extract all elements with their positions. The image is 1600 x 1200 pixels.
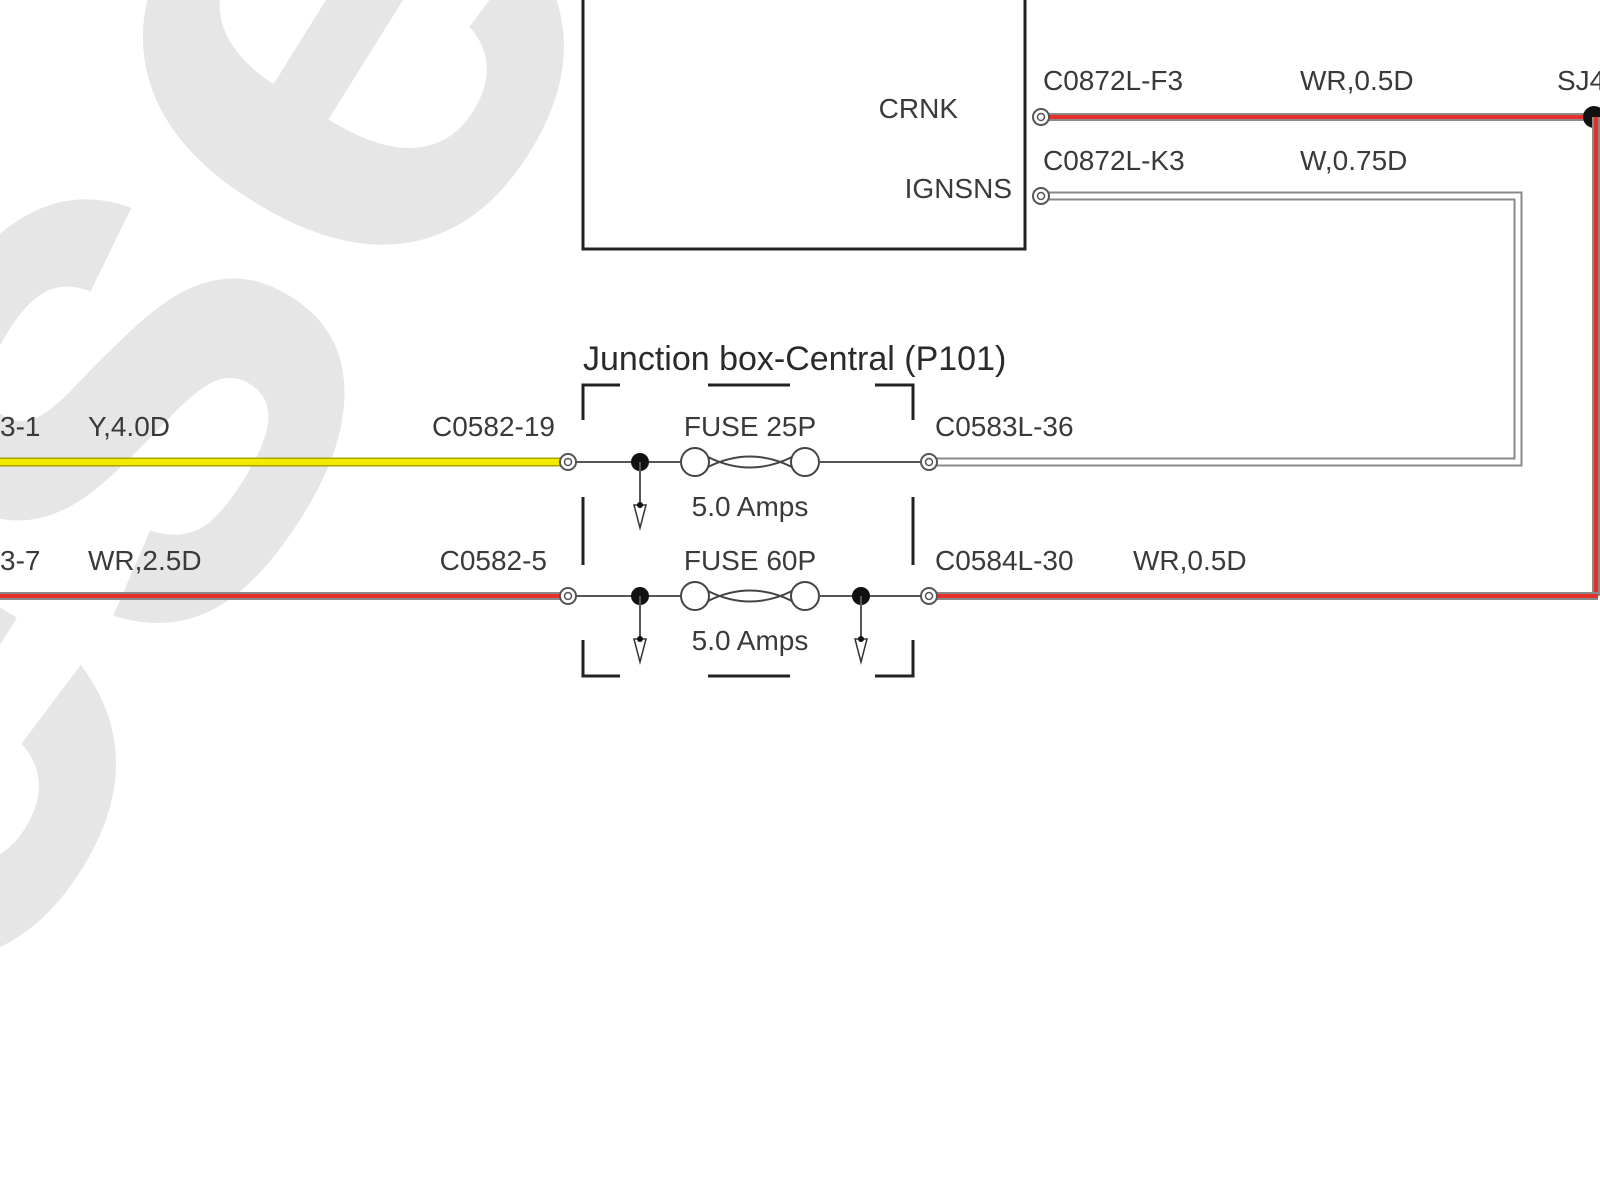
fuse-25p-tap-arrow xyxy=(633,504,647,531)
wire-label-w-075d: W,0.75D xyxy=(1300,145,1407,176)
connector-left-bottom-partial: 3-7 xyxy=(0,545,40,576)
junction-box-title: Junction box-Central (P101) xyxy=(583,340,1006,378)
wire-wr-25d: 3-7 WR,2.5D C0582-5 xyxy=(0,545,560,600)
wire-wr-05d-bottom: C0584L-30 WR,0.5D xyxy=(935,545,1598,600)
terminal-c0582-5 xyxy=(559,587,577,605)
connector-c0582-19: C0582-19 xyxy=(432,411,555,442)
terminal-c0584l-30-inner xyxy=(924,591,934,601)
connector-c0872l-k3: C0872L-K3 xyxy=(1043,145,1185,176)
connector-c0872l-f3: C0872L-F3 xyxy=(1043,65,1183,96)
terminal-c0582-5-inner xyxy=(563,591,573,601)
pin-terminal-crnk-inner xyxy=(1036,112,1046,122)
fuse-60p-end-left xyxy=(680,581,710,611)
fuse-60p-tap-left-arrow xyxy=(633,638,647,665)
terminal-c0583l-36 xyxy=(920,453,938,471)
terminal-c0582-19 xyxy=(559,453,577,471)
fuse-25p-element xyxy=(707,455,793,469)
terminal-c0584l-30 xyxy=(920,587,938,605)
connector-left-top-partial: 3-1 xyxy=(0,411,40,442)
fuse-60p-rating: 5.0 Amps xyxy=(692,625,809,656)
pin-terminal-ignsns xyxy=(1032,187,1050,205)
terminal-c0583l-36-inner xyxy=(924,457,934,467)
jb-corner-br xyxy=(875,640,915,678)
fuse-25p-rating: 5.0 Amps xyxy=(692,491,809,522)
fuse-60p-element xyxy=(707,589,793,603)
fuse-25p-circuit: FUSE 25P 5.0 Amps xyxy=(559,411,938,531)
wire-label-wr-05d-top: WR,0.5D xyxy=(1300,65,1414,96)
wire-crnk-to-sj4: C0872L-F3 WR,0.5D SJ4 xyxy=(1032,65,1600,128)
connector-c0582-5: C0582-5 xyxy=(440,545,547,576)
control-module: CRNK IGNSNS xyxy=(581,0,1027,251)
wire-label-wr-05d-bottom: WR,0.5D xyxy=(1133,545,1247,576)
wire-ignsns-to-c0583l: C0872L-K3 W,0.75D xyxy=(935,145,1523,467)
pin-label-crnk: CRNK xyxy=(879,93,959,124)
fuse-60p-tap-left-dot xyxy=(637,636,643,642)
connector-c0584l-30: C0584L-30 xyxy=(935,545,1074,576)
wire-label-y-40d: Y,4.0D xyxy=(88,411,170,442)
terminal-c0582-19-inner xyxy=(563,457,573,467)
jb-corner-bl xyxy=(581,640,620,678)
wire-label-wr-25d: WR,2.5D xyxy=(88,545,202,576)
jb-corner-tr xyxy=(875,383,915,420)
jb-corner-tl xyxy=(581,383,620,420)
fuse-25p-tap-dot xyxy=(637,502,643,508)
splice-label-sj4: SJ4 xyxy=(1557,65,1600,96)
fuse-60p-circuit: FUSE 60P 5.0 Amps xyxy=(559,545,938,665)
fuse-25p-end-left xyxy=(680,447,710,477)
wire-ignsns-core xyxy=(935,193,1521,465)
fuse-60p-tap-right-arrow xyxy=(854,638,868,665)
fuse-60p-name: FUSE 60P xyxy=(684,545,816,576)
control-module-outline xyxy=(581,0,1027,251)
fuse-60p-tap-right-dot xyxy=(858,636,864,642)
connector-c0583l-36: C0583L-36 xyxy=(935,411,1074,442)
junction-box-outline xyxy=(581,383,915,678)
pin-terminal-ignsns-inner xyxy=(1036,191,1046,201)
pin-terminal-crnk xyxy=(1032,108,1050,126)
fuse-60p-end-right xyxy=(790,581,820,611)
fuse-25p-name: FUSE 25P xyxy=(684,411,816,442)
pin-label-ignsns: IGNSNS xyxy=(905,173,1012,204)
wire-y-40d: 3-1 Y,4.0D C0582-19 xyxy=(0,411,560,467)
fuse-25p-end-right xyxy=(790,447,820,477)
